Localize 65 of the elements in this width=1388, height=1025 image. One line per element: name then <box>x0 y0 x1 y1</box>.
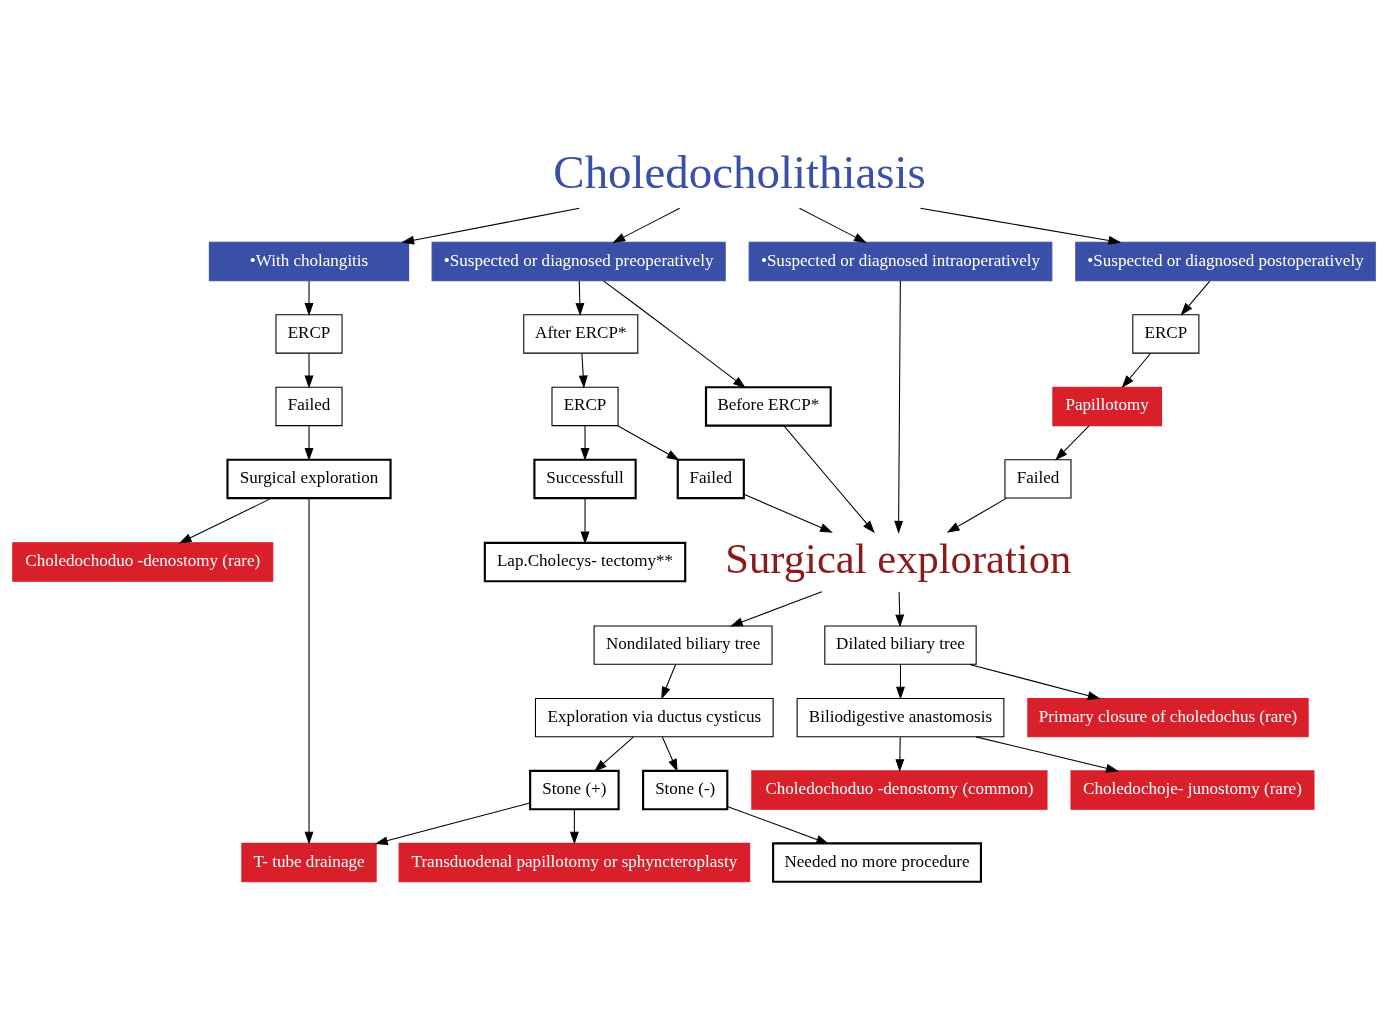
arrow <box>617 424 680 460</box>
arrow <box>1055 424 1090 460</box>
arrow <box>1180 280 1211 316</box>
node-box: Stone (-) <box>642 769 729 810</box>
arrow <box>946 497 1008 533</box>
node-box: Primary closure of choledochus (rare) <box>1027 697 1309 737</box>
node-box: Exploration via ductus cysticus <box>534 697 774 737</box>
arrow <box>580 497 590 544</box>
arrow <box>1121 352 1151 388</box>
node-box: Needed no more procedure <box>772 841 982 883</box>
node-box: Choledochoje- junostomy (rare) <box>1070 769 1315 810</box>
arrow <box>895 590 905 627</box>
node-box: •With cholangitis <box>208 241 410 281</box>
node-box: Before ERCP* <box>704 385 832 427</box>
node-text: Surgical exploration <box>725 534 1072 582</box>
node-box: Nondilated biliary tree <box>593 624 773 665</box>
arrow <box>661 663 677 699</box>
node-box: Successfull <box>533 458 637 499</box>
node-box: Stone (+) <box>529 769 620 810</box>
arrow <box>578 352 588 388</box>
arrow <box>575 280 585 316</box>
arrow <box>374 801 531 845</box>
node-box: Failed <box>1004 458 1072 499</box>
node-box: Biliodigestive anastomosis <box>796 697 1005 737</box>
node-text: Choledocholithiasis <box>553 145 926 198</box>
arrow <box>569 808 579 844</box>
node-box: Failed <box>275 386 343 426</box>
arrow <box>920 207 1122 245</box>
arrow <box>178 497 273 543</box>
node-box: Transduodenal papillotomy or sphyncteroplasty <box>398 842 751 882</box>
node-box: After ERCP* <box>523 313 639 354</box>
node-box: Surgical exploration <box>226 458 392 499</box>
arrow <box>661 736 678 772</box>
node-box: Choledochoduo -denostomy (rare) <box>12 541 274 582</box>
arrow <box>304 497 314 845</box>
arrow <box>612 207 681 243</box>
node-box: •Suspected or diagnosed postoperatively <box>1075 241 1376 281</box>
node-box: •Suspected or diagnosed preoperatively <box>431 241 726 281</box>
arrow <box>894 279 904 534</box>
arrow <box>304 280 314 316</box>
arrow <box>783 424 875 533</box>
node-box: Dilated biliary tree <box>824 624 977 665</box>
node-box: ERCP <box>275 313 343 354</box>
arrow <box>895 736 905 772</box>
node-box: Papillotomy <box>1052 386 1163 426</box>
node-box: ERCP <box>551 386 619 426</box>
arrow <box>726 805 830 844</box>
arrow <box>896 663 905 700</box>
arrow <box>594 736 634 772</box>
arrow <box>580 424 590 461</box>
arrow <box>975 735 1119 773</box>
arrow <box>304 424 314 461</box>
node-box: Lap.Cholecys- tectomy** <box>483 541 687 582</box>
arrow <box>401 207 580 245</box>
arrow <box>729 590 823 626</box>
node-box: ERCP <box>1132 313 1200 354</box>
node-box: T- tube drainage <box>241 842 377 882</box>
arrow <box>743 493 833 533</box>
node-box: Choledochoduo -denostomy (common) <box>751 769 1048 810</box>
node-box: •Suspected or diagnosed intraoperatively <box>748 241 1053 281</box>
arrow <box>969 663 1101 700</box>
arrow <box>798 207 867 243</box>
node-box: Failed <box>676 458 745 499</box>
arrow <box>602 279 746 388</box>
arrow <box>304 352 314 388</box>
